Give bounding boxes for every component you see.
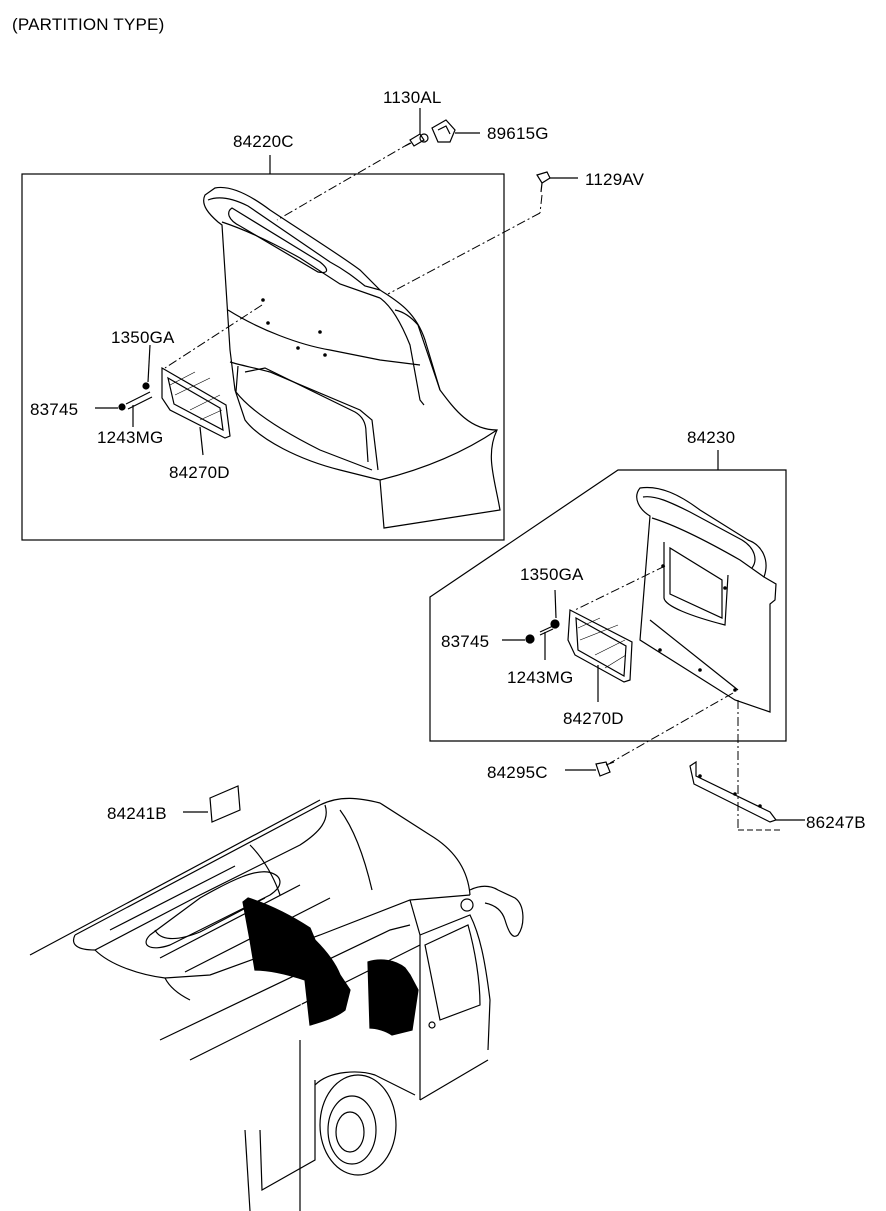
label-84230: 84230 xyxy=(687,428,736,447)
label-1350ga-right: 1350GA xyxy=(520,565,584,584)
cover-84270d-right xyxy=(567,609,633,683)
dashed-leaders-right xyxy=(574,565,739,830)
screw-1129av xyxy=(536,171,578,193)
bolt-84295c xyxy=(565,761,615,777)
label-84220c: 84220C xyxy=(233,132,294,151)
label-84241b: 84241B xyxy=(107,804,167,823)
fasteners-right xyxy=(502,589,560,660)
label-84270d-left: 84270D xyxy=(169,463,230,482)
silhouette-highlights xyxy=(299,979,303,1021)
leader-84270d-a xyxy=(199,426,204,456)
label-86247b: 86247B xyxy=(806,813,866,832)
label-1243mg-right: 1243MG xyxy=(507,668,574,687)
fasteners-left xyxy=(95,344,153,427)
partition-panel-84220c xyxy=(203,186,501,529)
label-83745-right: 83745 xyxy=(441,632,490,651)
clip-89615g xyxy=(431,119,480,143)
partition-panels-silhouette xyxy=(242,897,419,1036)
label-1243mg-left: 1243MG xyxy=(97,428,164,447)
label-1129av: 1129AV xyxy=(585,170,645,189)
group-box-84220c xyxy=(21,173,505,541)
label-84270d-right: 84270D xyxy=(563,709,624,728)
pad-84241b xyxy=(183,785,241,823)
bolt-1130al xyxy=(404,108,429,147)
partition-panel-84230 xyxy=(636,486,777,713)
group-box-84230 xyxy=(429,469,787,742)
bracket-86247b xyxy=(689,760,805,831)
label-89615g: 89615G xyxy=(487,124,549,143)
cover-84270d-left xyxy=(161,366,231,439)
label-83745-left: 83745 xyxy=(30,400,79,419)
label-1130al: 1130AL xyxy=(383,88,442,107)
van-illustration xyxy=(29,797,524,1211)
dashed-leaders-left xyxy=(164,142,543,369)
page-title: (PARTITION TYPE) xyxy=(12,15,165,34)
label-1350ga-left: 1350GA xyxy=(111,328,175,347)
label-84295c: 84295C xyxy=(487,763,548,782)
